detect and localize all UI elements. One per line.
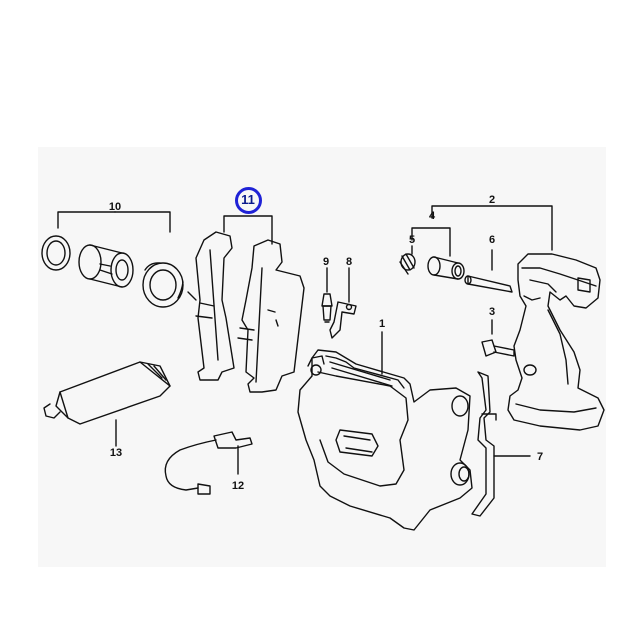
callout-7: 7	[536, 451, 544, 463]
callout-10: 10	[108, 201, 122, 213]
piston	[78, 244, 134, 288]
dust-boot	[142, 262, 184, 308]
guide-boot	[399, 253, 416, 275]
brake-pad-outer	[237, 239, 305, 393]
callout-9: 9	[322, 256, 330, 268]
callout-1: 1	[378, 318, 386, 330]
callout-8: 8	[345, 256, 353, 268]
callout-2: 2	[488, 194, 496, 206]
callout-3: 3	[488, 306, 496, 318]
spring-clip	[471, 371, 531, 517]
callout-13: 13	[109, 447, 123, 459]
callout-4: 4	[428, 210, 436, 222]
piston-kit-leader	[57, 211, 171, 233]
callout-11: 11	[241, 192, 255, 207]
brake-pad-inner	[187, 231, 235, 381]
bolt	[481, 319, 515, 357]
bracket-clip	[329, 301, 357, 339]
guide-pin	[464, 275, 513, 293]
bleed-screw-leader	[326, 267, 350, 303]
caliper-housing	[297, 349, 473, 531]
brake-pad-leader	[223, 215, 273, 245]
guide-bushing	[427, 256, 465, 280]
callout-6: 6	[488, 234, 496, 246]
callout-11-highlight-ring	[235, 187, 262, 214]
callout-5: 5	[408, 234, 416, 246]
carrier-bracket	[507, 253, 605, 431]
callout-12: 12	[231, 480, 245, 492]
grease-tube	[43, 361, 171, 447]
carrier-leader	[411, 205, 553, 271]
bleed-screw	[321, 293, 333, 323]
wear-sensor	[164, 431, 253, 495]
seal-ring	[41, 235, 71, 271]
